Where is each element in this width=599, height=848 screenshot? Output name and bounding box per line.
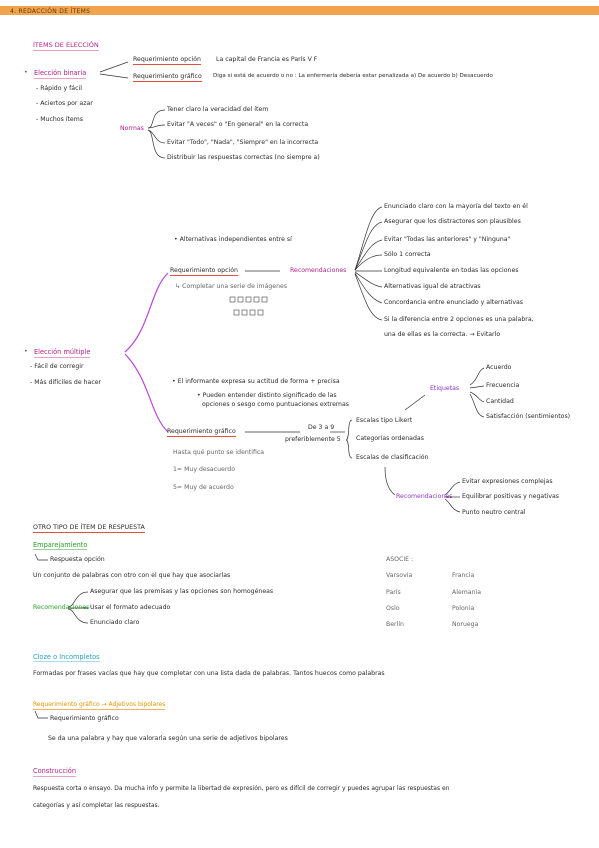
asocie-left-4: Berlín [386, 621, 404, 628]
asocie-label: ASOCIE : [386, 556, 414, 563]
image-series-icon [229, 296, 268, 316]
rec-2: Asegurar que los distractores son plausi… [384, 218, 521, 225]
grafico-note-1: • El informante expresa su actitud de fo… [172, 378, 340, 385]
etiqueta-1: Acuerdo [486, 364, 512, 371]
multiple-pro-1: - Fácil de corregir [30, 363, 84, 370]
empar-rec-1: Asegurar que las premisas y las opciones… [90, 588, 274, 595]
etiqueta-4: Satisfacción (sentimientos) [486, 413, 571, 420]
rec-8: Si la diferencia entre 2 opciones es una… [384, 316, 534, 323]
emparejamiento-rec-label: Recomendaciones [33, 604, 90, 611]
binaria-pro-1: - Rápido y fácil [36, 85, 82, 92]
cloze-label: Cloze o Incompletos [33, 653, 100, 662]
binaria-pro-2: - Aciertos por azar [36, 100, 93, 107]
construccion-texto-2: categorías y así completar las respuesta… [33, 802, 160, 809]
norma-1: Tener claro la veracidad del ítem [167, 106, 269, 113]
asocie-left-1: Varsovia [386, 572, 413, 579]
empar-rec-3: Enunciado claro [90, 619, 140, 626]
multiple-label: Elección múltiple [34, 348, 91, 358]
construccion-texto-1: Respuesta corta o ensayo. Da mucha info … [33, 785, 450, 792]
construccion-label: Construcción [33, 767, 77, 777]
de-3-a-9: De 3 a 9 [308, 424, 335, 431]
grafico-label: Requerimiento gráfico → Adjetivos bipola… [33, 701, 166, 710]
binaria-opcion-label: Requerimiento opción [133, 56, 201, 66]
asocie-right-1: Francia [452, 572, 475, 579]
hasta-que-punto: Hasta qué punto se identifica [173, 449, 265, 456]
grafico-note-3: opciones o sesgo como puntuaciones extre… [202, 401, 349, 408]
empar-rec-2: Usar el formato adecuado [90, 604, 171, 611]
asocie-right-4: Noruega [452, 621, 479, 628]
emparejamiento-respuesta: Respuesta opción [50, 556, 105, 563]
escala-1: Escalas tipo Likert [356, 417, 413, 424]
rec2-1: Evitar expresiones complejas [462, 478, 553, 485]
rec-5: Longitud equivalente en todas las opcion… [384, 267, 519, 274]
emparejamiento-label: Emparejamiento [33, 541, 88, 550]
acuerdo-scale-1: 1= Muy desacuerdo [173, 466, 236, 473]
etiqueta-2: Frecuencia [486, 382, 520, 389]
cloze-texto: Formadas por frases vacías que hay que c… [33, 670, 385, 677]
asocie-left-3: Oslo [386, 605, 400, 612]
header-bar [0, 6, 599, 15]
norma-3: Evitar "Todo", "Nada", "Siempre" en la i… [167, 139, 319, 146]
escala-2: Categorías ordenadas [356, 435, 424, 442]
rec2-3: Punto neutro central [462, 509, 526, 516]
norma-2: Evitar "A veces" o "En general" en la co… [167, 121, 309, 128]
grafico-sub: Requerimiento gráfico [50, 715, 119, 722]
asocie-left-2: París [386, 589, 401, 596]
binaria-label: Elección binaria [34, 69, 87, 79]
norma-4: Distribuir las respuestas correctas (no … [167, 154, 320, 161]
grafico-texto: Se da una palabra y hay que valorarla se… [48, 735, 288, 742]
bullet-icon: • [24, 348, 28, 355]
recomendaciones2-label: Recomendaciones [396, 493, 453, 500]
rec2-2: Equilibrar positivas y negativas [462, 493, 560, 500]
asocie-right-3: Polonia [452, 605, 475, 612]
asocie-right-2: Alemania [452, 589, 482, 596]
multiple-grafico-label: Requerimiento gráfico [167, 428, 236, 438]
multiple-opcion-label: Requerimiento opción [170, 267, 238, 277]
binaria-grafico-label: Requerimiento gráfico [133, 73, 202, 83]
etiqueta-3: Cantidad [486, 398, 514, 405]
rec-7: Concordancia entre enunciado y alternati… [384, 299, 524, 306]
binaria-pro-3: - Muchos ítems [36, 116, 83, 123]
page-title: 4. REDACCIÓN DE ÍTEMS [10, 8, 91, 15]
escala-3: Escalas de clasificación [356, 454, 429, 461]
grafico-note-2: • Pueden entender distinto significado d… [197, 392, 337, 399]
binaria-opcion-text: La capital de Francia es París V F [216, 56, 318, 63]
normas-label: Normas [120, 125, 144, 132]
acuerdo-scale-2: 5= Muy de acuerdo [173, 484, 234, 491]
bullet-icon: • [24, 69, 28, 76]
recomendaciones-label: Recomendaciones [290, 267, 347, 274]
rec-4: Sólo 1 correcta [384, 251, 431, 258]
rec-9: una de ellas es la correcta. → Evitarlo [384, 331, 501, 338]
etiquetas-label: Etiquetas [430, 385, 460, 392]
rec-1: Enunciado claro con la mayoría del texto… [384, 203, 528, 210]
alternativas-note: • Alternativas independientes entre sí [174, 236, 292, 243]
emparejamiento-texto: Un conjunto de palabras con otro con el … [33, 572, 231, 579]
preferiblemente: preferiblemente 5 [285, 436, 341, 443]
rec-6: Alternativas igual de atractivas [384, 283, 481, 290]
multiple-pro-2: - Más difíciles de hacer [30, 379, 102, 386]
section-title-otro: OTRO TIPO DE ÍTEM DE RESPUESTA [33, 524, 145, 534]
rec-3: Evitar "Todas las anteriores" y "Ninguna… [384, 236, 511, 243]
section-title-eleccion: ÍTEMS DE ELECCIÓN [33, 41, 99, 51]
binaria-grafico-text: Diga si está de acuerdo o no : La enferm… [213, 73, 493, 79]
completar-note: ↳ Completar una serie de imágenes [175, 283, 288, 290]
